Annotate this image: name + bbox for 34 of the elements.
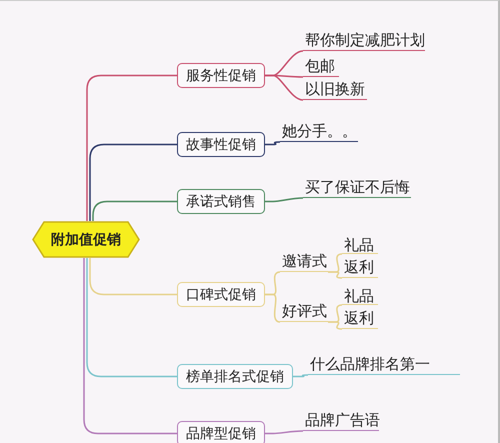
- connector-line: [265, 141, 280, 146]
- underlined-text: 礼品: [342, 236, 378, 254]
- underlined-text: 返利: [342, 258, 378, 278]
- underlined-text: 她分手。。: [280, 122, 358, 142]
- underlined-text: 以旧换新: [303, 80, 367, 100]
- underlined-text: 礼品: [342, 287, 378, 305]
- underlined-text: 什么品牌排名第一: [308, 355, 460, 375]
- underlined-text: 返利: [342, 309, 378, 329]
- topic-box: 品牌型促销: [177, 421, 265, 443]
- underlined-text: 邀请式: [280, 252, 328, 272]
- connector-line: [89, 258, 177, 296]
- topic-box: 承诺式销售: [177, 189, 265, 214]
- connector-line: [92, 200, 177, 221]
- connector-line: [293, 374, 308, 378]
- connector-line: [328, 271, 342, 279]
- topic-box: 口碑式促销: [177, 282, 265, 307]
- underlined-text: 好评式: [280, 302, 328, 322]
- connector-line: [89, 144, 177, 221]
- connector-line: [265, 197, 304, 202]
- underlined-text: 品牌广告语: [303, 411, 379, 431]
- connector-line: [86, 74, 177, 221]
- topic-box: 故事性促销: [177, 132, 265, 157]
- connector-line: [328, 321, 342, 330]
- underlined-text: 帮你制定减肥计划: [303, 31, 425, 51]
- topic-box: 榜单排名式促销: [177, 364, 293, 389]
- connector-line: [83, 258, 177, 434]
- underlined-text: 包邮: [303, 57, 339, 77]
- underlined-text: 买了保证不后悔: [303, 178, 411, 198]
- connector-line: [265, 294, 280, 323]
- connector-line: [86, 258, 177, 378]
- connector-line: [265, 74, 304, 101]
- central-hexagon: 附加值促销: [32, 221, 140, 258]
- connector-line: [265, 430, 304, 434]
- topic-box: 服务性促销: [177, 63, 265, 88]
